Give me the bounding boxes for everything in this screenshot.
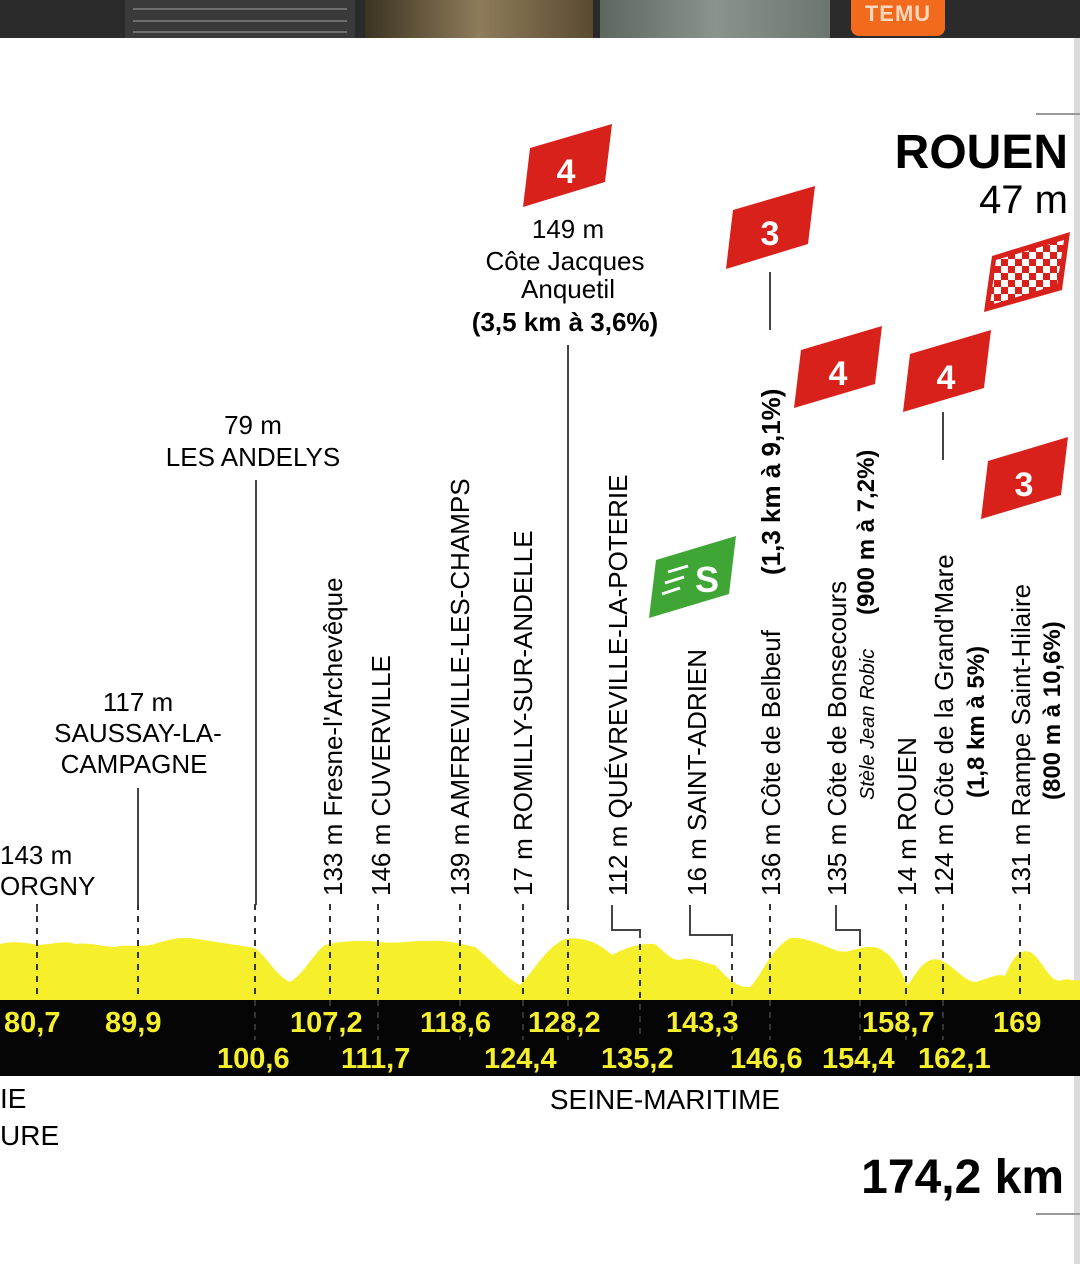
climb-badge-cat3-sainthilaire: 3 [981,437,1068,519]
svg-text:131 m Rampe Saint-Hilaire: 131 m Rampe Saint-Hilaire [1006,584,1036,896]
climb-badge-cat4-grandmare: 4 [903,330,991,412]
km-value: 118,6 [420,1007,491,1039]
climb-anquetil-alt: 149 m [532,214,604,244]
place-les-andelys-alt: 79 m [224,410,282,440]
svg-text:(900 m à 7,2%): (900 m à 7,2%) [853,450,880,615]
vlabel-saint-adrien: 16 m SAINT-ADRIEN [682,649,712,896]
km-band [0,1000,1080,1076]
svg-text:136 m Côte de Belbeuf: 136 m Côte de Belbeuf [756,629,786,896]
leader-lines [36,272,944,944]
climb-badge-cat4-bonsecours: 4 [794,326,882,408]
svg-text:135 m Côte de Bonsecours: 135 m Côte de Bonsecours [822,581,852,896]
climb-badge-cat3-belbeuf: 3 [726,186,815,269]
km-value: 124,4 [484,1043,557,1075]
ad-thumbnail-photo[interactable] [365,0,593,38]
km-value: 143,3 [666,1007,739,1039]
svg-text:Stèle Jean Robic: Stèle Jean Robic [857,649,879,800]
svg-text:4: 4 [829,355,848,393]
finish-flag-icon [984,232,1070,312]
km-value: 111,7 [341,1043,410,1075]
km-value: 169 [993,1007,1041,1039]
svg-text:124 m Côte de la Grand'Mare: 124 m Côte de la Grand'Mare [929,554,959,896]
km-value: 146,6 [730,1043,803,1075]
km-value: 107,2 [290,1007,363,1039]
total-distance: 174,2 km [861,1151,1064,1204]
km-value: 128,2 [528,1007,601,1039]
vlabel-romilly: 17 m ROMILLY-SUR-ANDELLE [508,530,538,896]
km-value: 100,6 [217,1043,290,1075]
km-bottom-row: 100,6 111,7 124,4 135,2 146,6 154,4 162,… [217,1043,991,1075]
km-value: 135,2 [601,1043,674,1075]
place-orgny-alt: 143 m [0,840,72,870]
temu-ad-badge[interactable]: TEMU [851,0,945,36]
svg-text:4: 4 [937,359,956,397]
vlabel-amfreville: 139 m AMFREVILLE-LES-CHAMPS [445,478,475,896]
place-saussay-name1: SAUSSAY-LA- [54,718,222,748]
place-orgny-name: ORGNY [0,871,95,901]
km-value: 162,1 [918,1043,991,1075]
vlabel-sainthilaire: 131 m Rampe Saint-Hilaire (800 m à 10,6%… [1006,584,1066,896]
right-border [1074,38,1080,1264]
vlabel-quevreville: 112 m QUÉVREVILLE-LA-POTERIE [603,475,633,896]
climb-anquetil-detail: (3,5 km à 3,6%) [472,307,658,337]
svg-text:S: S [695,559,719,600]
place-les-andelys-name: LES ANDELYS [166,442,340,472]
svg-text:(800 m à 10,6%): (800 m à 10,6%) [1039,621,1066,800]
vlabel-grandmare: 124 m Côte de la Grand'Mare (1,8 km à 5%… [929,554,990,896]
marker-dashes [36,904,1021,1040]
ad-thumbnail-map[interactable] [600,0,830,38]
km-value: 154,4 [822,1043,895,1075]
vlabel-fresne: 133 m Fresne-l'Archevêque [318,577,348,896]
vlabel-belbeuf: 136 m Côte de Belbeuf (1,3 km à 9,1%) [756,389,786,896]
climb-anquetil-name2: Anquetil [521,274,615,304]
place-saussay-name2: CAMPAGNE [61,749,208,779]
ad-thumbnail-pens[interactable] [125,0,355,38]
place-saussay-alt: 117 m [103,687,173,717]
department-left-line1: IE [0,1083,26,1114]
svg-text:3: 3 [1015,466,1034,504]
vlabel-rouen: 14 m ROUEN [892,737,922,896]
km-value: 89,9 [105,1007,161,1039]
km-top-row: 80,7 89,9 107,2 118,6 128,2 143,3 158,7 … [4,1007,1041,1039]
climb-badge-cat4-anquetil: 4 [523,124,612,207]
vlabel-cuverville: 146 m CUVERVILLE [366,655,396,896]
finish-city: ROUEN [895,126,1068,179]
svg-text:4: 4 [557,153,576,191]
sprint-badge-icon: S [649,536,736,618]
svg-text:(1,8 km à 5%): (1,8 km à 5%) [963,646,990,798]
elevation-profile [0,937,1080,1000]
department-left-line2: URE [0,1120,59,1151]
svg-text:(1,3 km à 9,1%): (1,3 km à 9,1%) [756,389,786,575]
top-ad-strip: TEMU [0,0,1080,38]
svg-text:3: 3 [761,215,780,253]
climb-anquetil-name1: Côte Jacques [486,246,645,276]
km-value: 158,7 [862,1007,935,1039]
km-value: 80,7 [4,1007,60,1039]
department-seine-maritime: SEINE-MARITIME [550,1084,780,1115]
finish-altitude: 47 m [979,178,1068,222]
vlabel-bonsecours: 135 m Côte de Bonsecours Stèle Jean Robi… [822,450,880,896]
